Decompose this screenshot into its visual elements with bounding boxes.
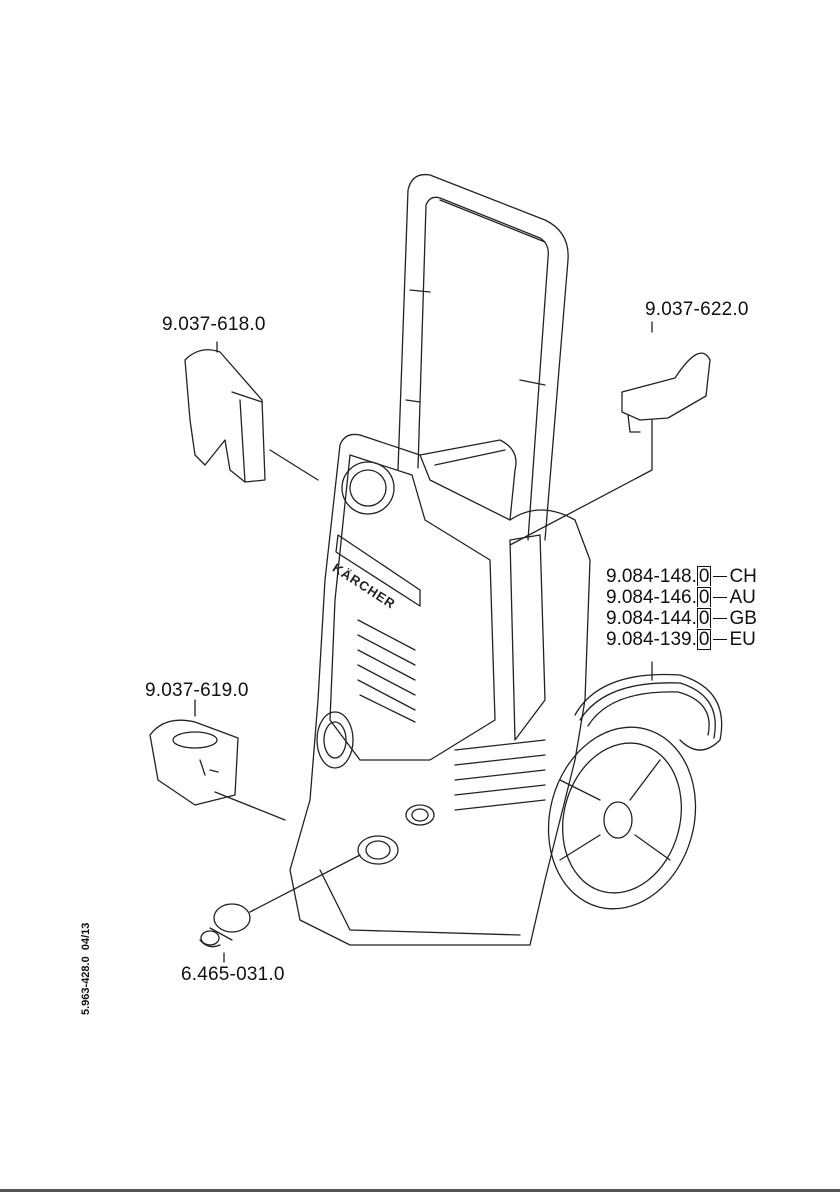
cable-region: EU: [729, 629, 756, 650]
cable-holder-drawing: [149, 719, 286, 821]
cable-region: CH: [729, 566, 757, 587]
cable-row-ch: 9.084-148.0 CH: [606, 566, 757, 587]
cable-variant-digit: 0: [696, 587, 712, 608]
part-label-coupling: 6.465-031.0: [181, 964, 285, 985]
cable-variant-digit: 0: [696, 566, 712, 587]
cable-coil: [574, 673, 723, 751]
holder-right-drawing: [509, 352, 711, 546]
holder-left-drawing: [184, 349, 319, 483]
document-number: 5.963-428.0 04/13: [80, 923, 92, 1015]
part-label-holder-left: 9.037-618.0: [162, 314, 266, 335]
cable-part-number: 9.084-148.: [606, 566, 697, 587]
cable-variant-digit: 0: [696, 608, 712, 629]
part-label-cable-holder: 9.037-619.0: [145, 680, 249, 701]
cable-variant-digit: 0: [696, 629, 712, 650]
cable-part-number: 9.084-139.: [606, 629, 697, 650]
cable-part-number: 9.084-146.: [606, 587, 697, 608]
handle: [397, 173, 569, 541]
machine-body: [289, 433, 591, 946]
cable-part-number: 9.084-144.: [606, 608, 697, 629]
doc-date: 04/13: [80, 922, 92, 951]
wheel: [547, 726, 697, 910]
part-label-holder-right: 9.037-622.0: [645, 299, 749, 320]
cable-row-gb: 9.084-144.0 GB: [606, 608, 757, 629]
cable-region: GB: [729, 608, 757, 629]
leader-lines: [194, 321, 653, 963]
cable-region: AU: [729, 587, 756, 608]
cable-row-au: 9.084-146.0 AU: [606, 587, 756, 608]
bottom-edge: [0, 1189, 840, 1192]
cable-row-eu: 9.084-139.0 EU: [606, 629, 756, 650]
coupling-drawing: [199, 854, 361, 948]
doc-number: 5.963-428.0: [80, 956, 92, 1015]
